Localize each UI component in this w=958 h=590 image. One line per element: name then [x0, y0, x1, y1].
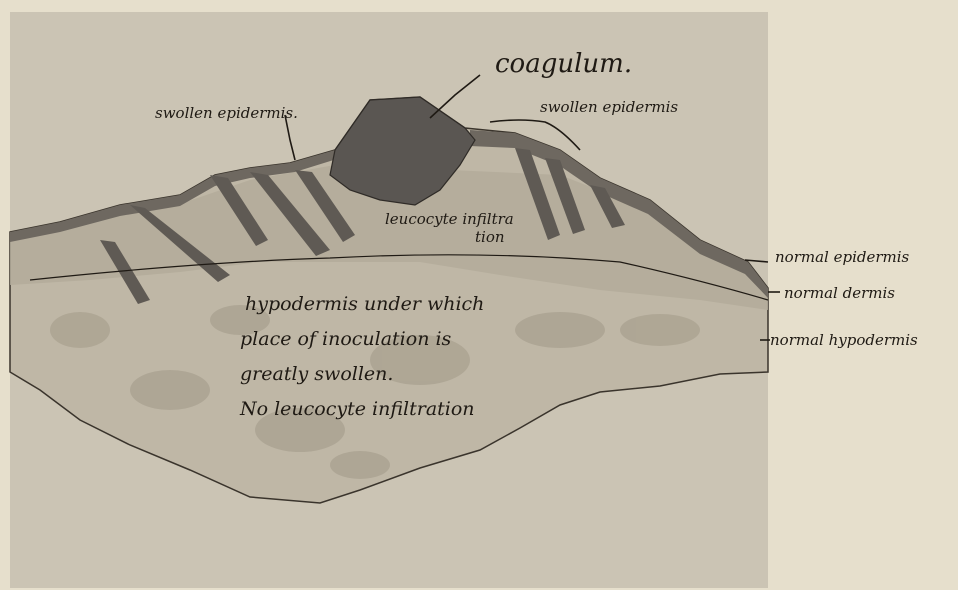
label-leucocyte-infiltration-2: tion [475, 228, 505, 246]
label-swollen-epidermis-right: swollen epidermis [540, 98, 678, 116]
note-line-3: greatly swollen. [240, 363, 393, 385]
note-line-1: hypodermis under which [245, 293, 484, 315]
label-normal-epidermis: normal epidermis [775, 248, 910, 266]
label-swollen-epidermis-left: swollen epidermis. [155, 104, 298, 122]
note-line-2: place of inoculation is [240, 328, 452, 350]
note-line-4: No leucocyte infiltration [239, 398, 475, 420]
label-coagulum: coagulum. [495, 49, 632, 79]
label-normal-hypodermis: normal hypodermis [770, 331, 918, 349]
label-normal-dermis: normal dermis [784, 284, 895, 302]
label-leucocyte-infiltration-1: leucocyte infiltra [385, 210, 514, 228]
